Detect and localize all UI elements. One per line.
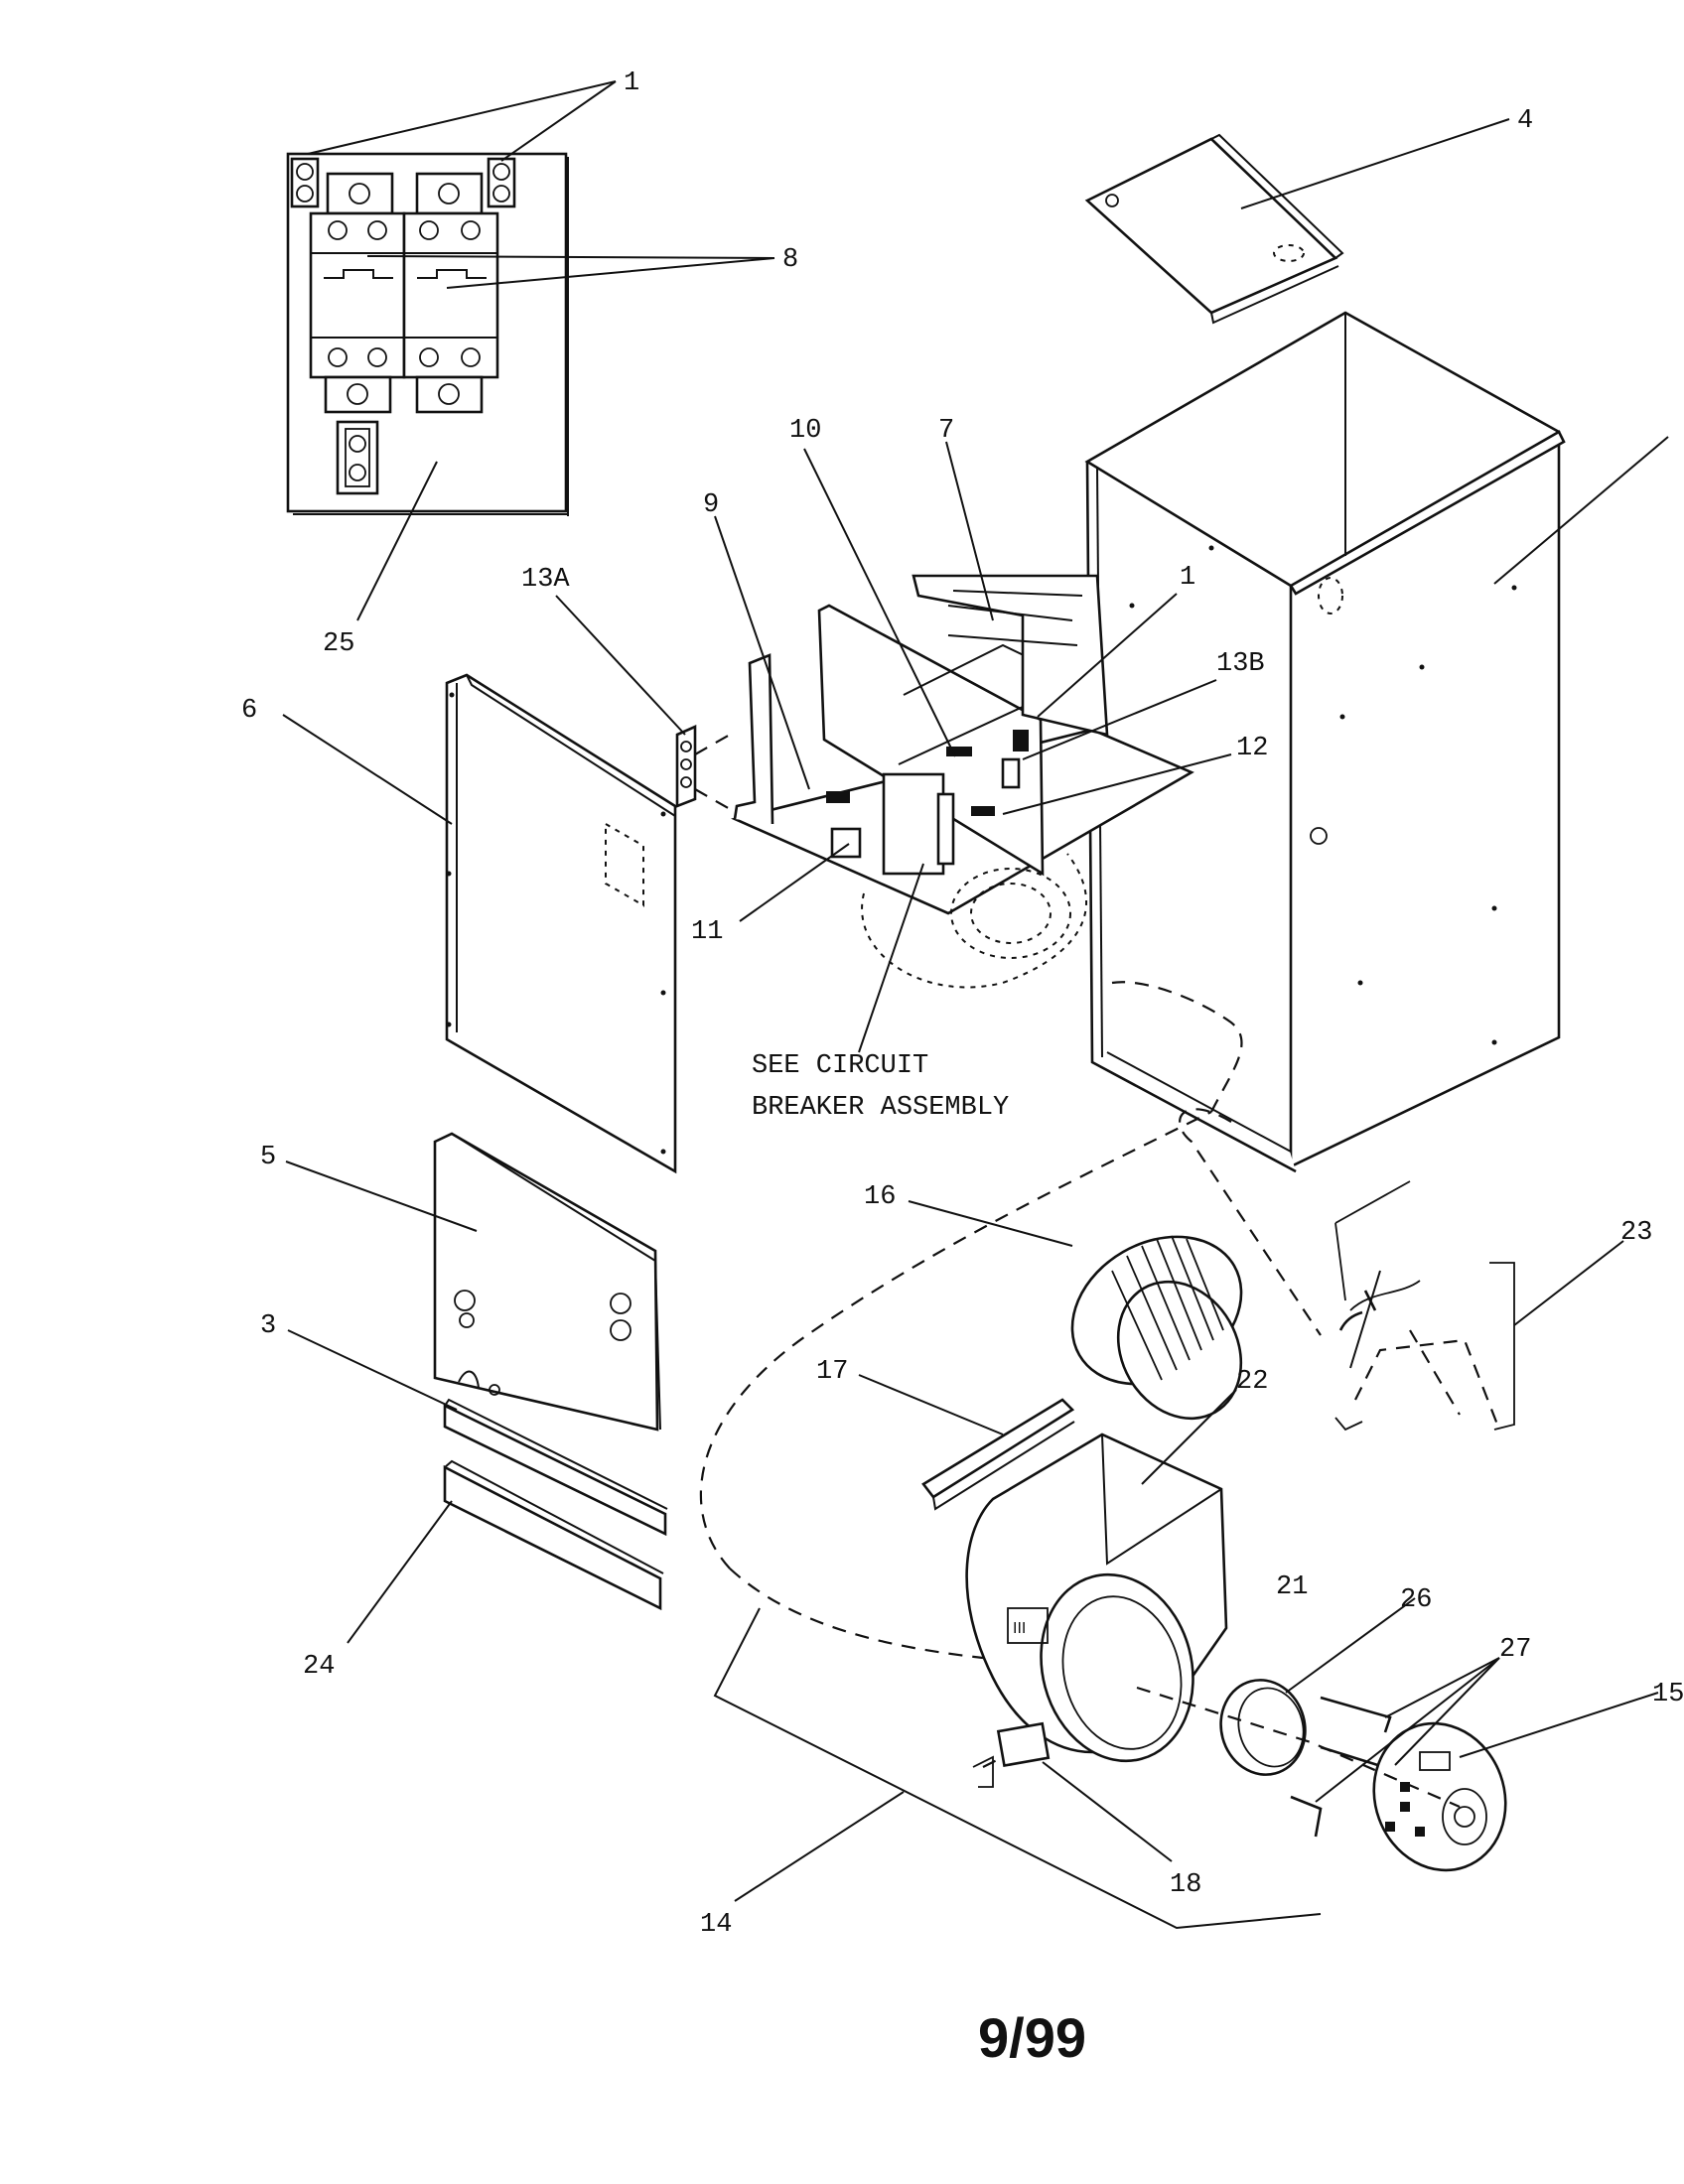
leader-lines: [282, 80, 1669, 1902]
cabinet-shell: [1084, 311, 1566, 1173]
capacitor: [972, 1721, 1051, 1788]
svg-text:III: III: [1013, 1620, 1026, 1637]
callout-9: 9: [703, 490, 719, 520]
blower-motor: [1372, 1721, 1507, 1872]
terminal-strip: [675, 724, 731, 810]
control-box: [731, 574, 1194, 989]
callout-13a: 13A: [521, 565, 570, 595]
circuit-breaker-note: SEE CIRCUIT BREAKER ASSEMBLY: [752, 1051, 1009, 1123]
callout-1-mid: 1: [1180, 563, 1195, 593]
callout-7: 7: [938, 416, 954, 446]
callout-21: 21: [1276, 1572, 1308, 1602]
callout-26: 26: [1400, 1585, 1432, 1615]
callout-14: 14: [700, 1910, 732, 1940]
callout-12: 12: [1236, 734, 1268, 763]
revision-date: 9/99: [978, 2006, 1086, 2069]
callout-3: 3: [260, 1311, 276, 1341]
top-panel: [1084, 133, 1344, 325]
limit-control: [1334, 1180, 1421, 1432]
blower-assembly-bracket: [713, 1607, 1322, 1930]
callout-16: 16: [864, 1182, 896, 1212]
callout-10: 10: [789, 416, 821, 446]
bottom-strip: [443, 1459, 664, 1611]
callout-13b: 13B: [1216, 649, 1265, 679]
callout-22: 22: [1236, 1367, 1268, 1397]
callout-4: 4: [1517, 106, 1533, 136]
upper-door-panel: [445, 673, 677, 1174]
callout-24: 24: [303, 1652, 335, 1682]
callout-25: 25: [323, 629, 354, 659]
note-line-2: BREAKER ASSEMBLY: [752, 1093, 1009, 1123]
bracket: [1489, 1262, 1515, 1431]
circuit-breaker-panel: [286, 152, 569, 516]
callout-18: 18: [1170, 1870, 1201, 1900]
note-line-1: SEE CIRCUIT: [752, 1051, 928, 1081]
blower-wheel: [1070, 1235, 1243, 1421]
callout-5: 5: [260, 1143, 276, 1172]
callout-6: 6: [241, 696, 257, 726]
callout-1-top: 1: [624, 68, 639, 98]
callout-8: 8: [782, 245, 798, 275]
callout-15: 15: [1652, 1680, 1684, 1709]
callout-17: 17: [816, 1357, 848, 1387]
callout-23: 23: [1620, 1218, 1652, 1248]
mounting-bracket: [921, 1398, 1075, 1511]
assembly-lines: [699, 981, 1501, 1809]
callout-11: 11: [691, 917, 723, 947]
callout-labels: 1 4 8 10 7 9 13A 1 13B 25 6 12 11 5 16 2…: [241, 68, 1684, 1940]
lower-door-panel: [433, 1132, 661, 1432]
blower-housing: III: [965, 1433, 1228, 1763]
callout-27: 27: [1499, 1635, 1531, 1665]
